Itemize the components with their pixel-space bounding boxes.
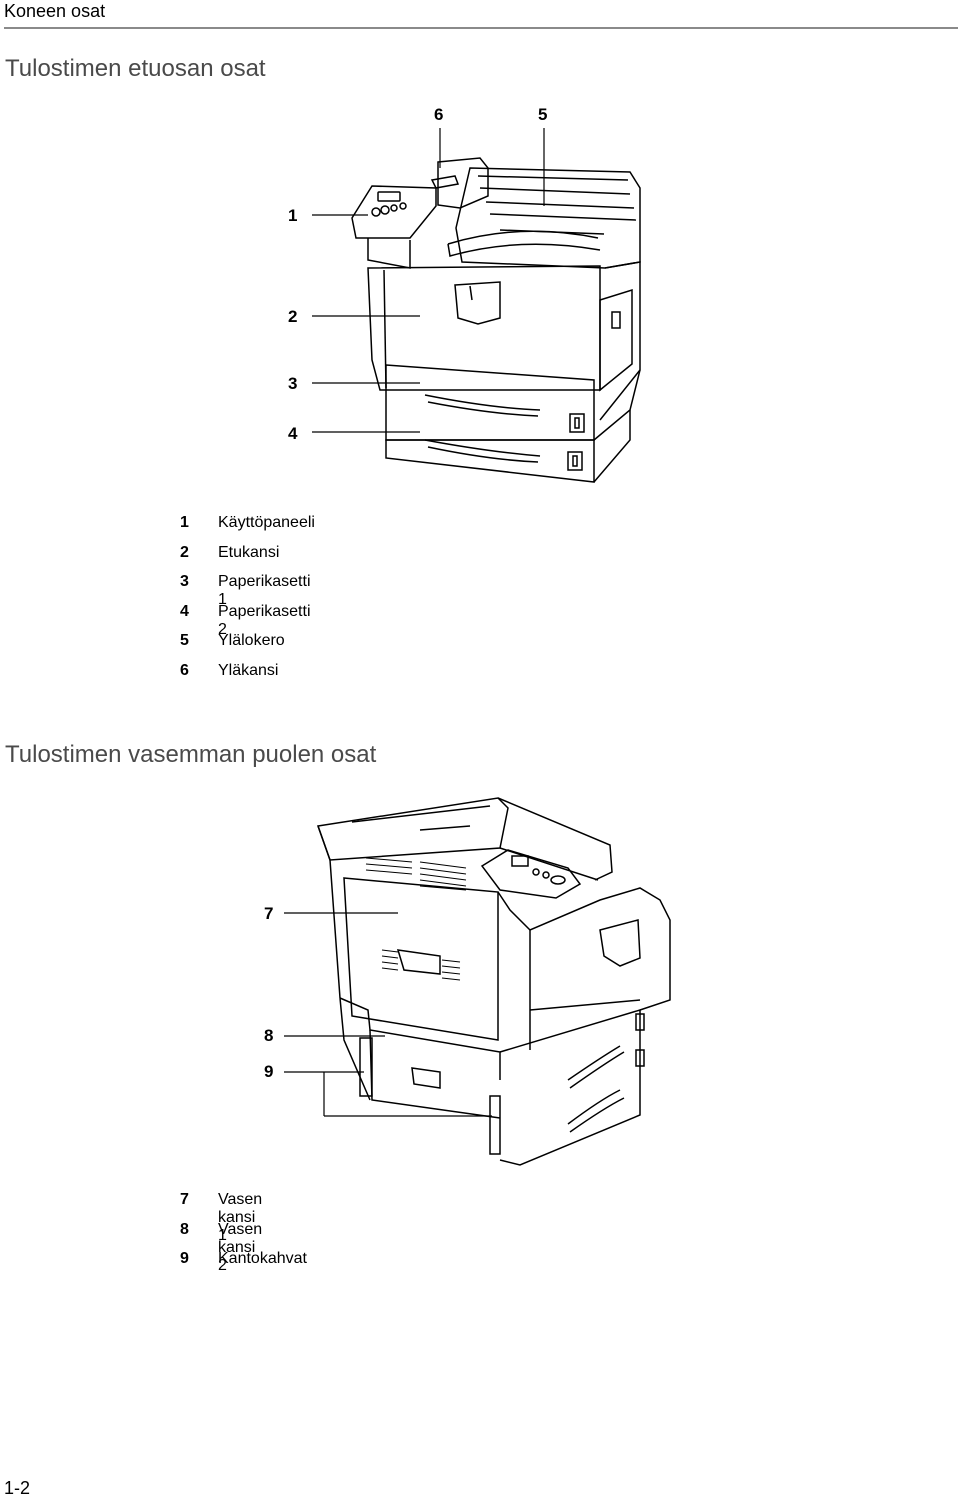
callout-7: 7 (264, 904, 274, 923)
callout-5: 5 (538, 105, 548, 124)
front-section-title: Tulostimen etuosan osat (5, 55, 266, 82)
page-number: 1-2 (4, 1478, 31, 1498)
header-title: Koneen osat (4, 1, 106, 21)
printer-left-illustration (284, 797, 671, 1166)
page-header: Koneen osat (4, 0, 958, 29)
callout-6: 6 (434, 105, 444, 124)
callout-2: 2 (288, 307, 298, 326)
printer-front-illustration (312, 128, 641, 483)
callout-4: 4 (288, 424, 298, 443)
callout-9: 9 (264, 1062, 274, 1081)
left-section-title: Tulostimen vasemman puolen osat (5, 741, 377, 768)
callout-8: 8 (264, 1026, 274, 1045)
callout-3: 3 (288, 374, 298, 393)
callout-1: 1 (288, 206, 298, 225)
